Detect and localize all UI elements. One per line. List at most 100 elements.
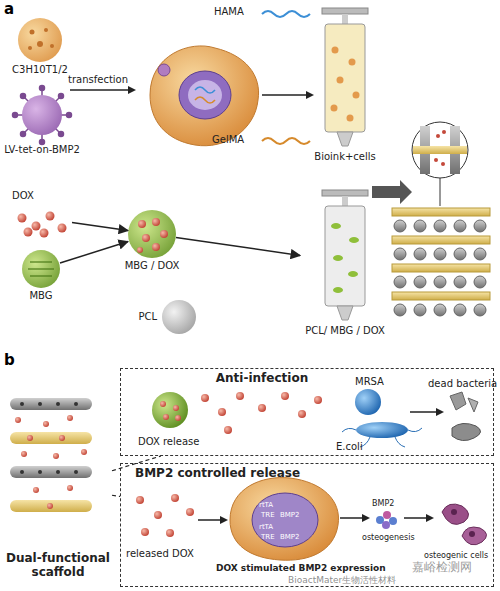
- decor-ellipse: [348, 271, 358, 277]
- decor-circle: [32, 222, 41, 231]
- gelma-strand: [262, 138, 310, 144]
- decor-circle: [347, 115, 354, 122]
- node-text: LV-tet-on-BMP2: [4, 144, 80, 156]
- decor-circle: [436, 134, 440, 138]
- decor-circle: [160, 401, 166, 407]
- decor-polygon: [306, 91, 314, 99]
- virus-circle: LV-tet-on-BMP2: [22, 95, 62, 135]
- decor-rect: [420, 126, 430, 174]
- decor-circle: [376, 516, 384, 524]
- decor-circle: [160, 230, 168, 238]
- decor-ellipse: [188, 80, 222, 110]
- decor-circle: [218, 408, 226, 416]
- decor-circle: [50, 44, 54, 48]
- node-text: MBG / DOX: [125, 260, 180, 272]
- node-text: DOX: [12, 190, 34, 202]
- decor-line: [262, 94, 306, 96]
- decor-circle: [13, 113, 18, 118]
- decor-circle: [434, 158, 438, 162]
- process-label: released DOX: [126, 548, 194, 559]
- decor-circle: [394, 220, 406, 232]
- gene-label: BMP2: [280, 512, 300, 520]
- arrow: [262, 91, 314, 99]
- process-label: osteogenesis: [362, 534, 415, 543]
- decor-circle: [454, 276, 466, 288]
- decor-circle: [173, 405, 179, 411]
- decor-circle: [20, 402, 24, 406]
- decor-circle: [37, 41, 43, 47]
- decor-rect: [322, 190, 368, 196]
- decor-circle: [434, 304, 446, 316]
- decor-rect: [325, 24, 365, 132]
- decor-circle: [152, 392, 188, 428]
- gene-label: rtTA: [259, 524, 273, 532]
- decor-ellipse: [331, 223, 341, 229]
- watermark: BioactMater生物活性材料: [288, 576, 396, 586]
- magnified-inset: [412, 122, 468, 206]
- decor-circle: [332, 47, 339, 54]
- decor-circle: [474, 220, 486, 232]
- decor-circle: [298, 410, 306, 418]
- decor-path: [150, 46, 259, 146]
- decor-circle: [138, 220, 146, 228]
- decor-circle: [414, 220, 426, 232]
- decor-circle: [152, 243, 160, 251]
- decor-ellipse: [349, 237, 359, 243]
- decor-polygon: [362, 514, 370, 522]
- decor-circle: [224, 426, 232, 434]
- bacteria-label: E.coli: [336, 441, 363, 452]
- decor-circle: [394, 304, 406, 316]
- decor-polygon: [337, 132, 353, 146]
- decor-circle: [442, 130, 446, 134]
- node-text: Dual-functional scaffold: [4, 552, 112, 580]
- decor-circle: [281, 392, 289, 400]
- decor-circle: [67, 485, 73, 491]
- decor-circle: [46, 212, 55, 221]
- decor-circle: [81, 449, 87, 455]
- decor-circle: [171, 494, 179, 502]
- transfection-arrow: [70, 86, 136, 94]
- decor-rect: [392, 264, 490, 272]
- decor-line: [30, 275, 52, 276]
- syringe: [322, 190, 368, 320]
- decor-circle: [47, 503, 53, 509]
- decor-circle: [38, 402, 42, 406]
- decor-path: [230, 478, 339, 561]
- decor-circle: [236, 392, 244, 400]
- decor-circle: [414, 304, 426, 316]
- decor-circle: [56, 470, 60, 474]
- decor-polygon: [450, 392, 466, 410]
- decor-circle: [412, 122, 468, 178]
- decor-circle: [337, 77, 344, 84]
- decor-circle: [454, 248, 466, 260]
- hama-strand: [262, 11, 310, 17]
- loaded-sphere: MBG / DOX: [128, 210, 176, 258]
- material-label: GelMA: [212, 134, 244, 145]
- decor-rect: [10, 466, 92, 478]
- mbg-channels: [28, 262, 54, 276]
- decor-rect: [342, 196, 348, 206]
- decor-ellipse: [333, 255, 343, 261]
- decor-polygon: [337, 306, 353, 320]
- syringe-box: PCL/ MBG / DOX: [300, 188, 390, 336]
- decor-path: [195, 97, 215, 103]
- decor-ellipse: [252, 493, 318, 547]
- decor-circle: [154, 511, 162, 519]
- mbg-sphere: MBG: [22, 250, 60, 288]
- decor-line: [30, 261, 52, 262]
- scaffold-3d: [392, 208, 490, 316]
- dox-molecules: [18, 212, 67, 238]
- decor-circle: [349, 59, 356, 66]
- decor-rect: [10, 398, 92, 410]
- decor-circle: [53, 453, 59, 459]
- gene-label: rtTA: [259, 502, 273, 510]
- dashed-connector: [112, 495, 120, 496]
- decor-line: [404, 517, 426, 519]
- decor-path: [195, 87, 215, 93]
- decor-rect: [392, 236, 490, 244]
- decor-rect: [10, 500, 92, 512]
- decor-circle: [163, 414, 169, 420]
